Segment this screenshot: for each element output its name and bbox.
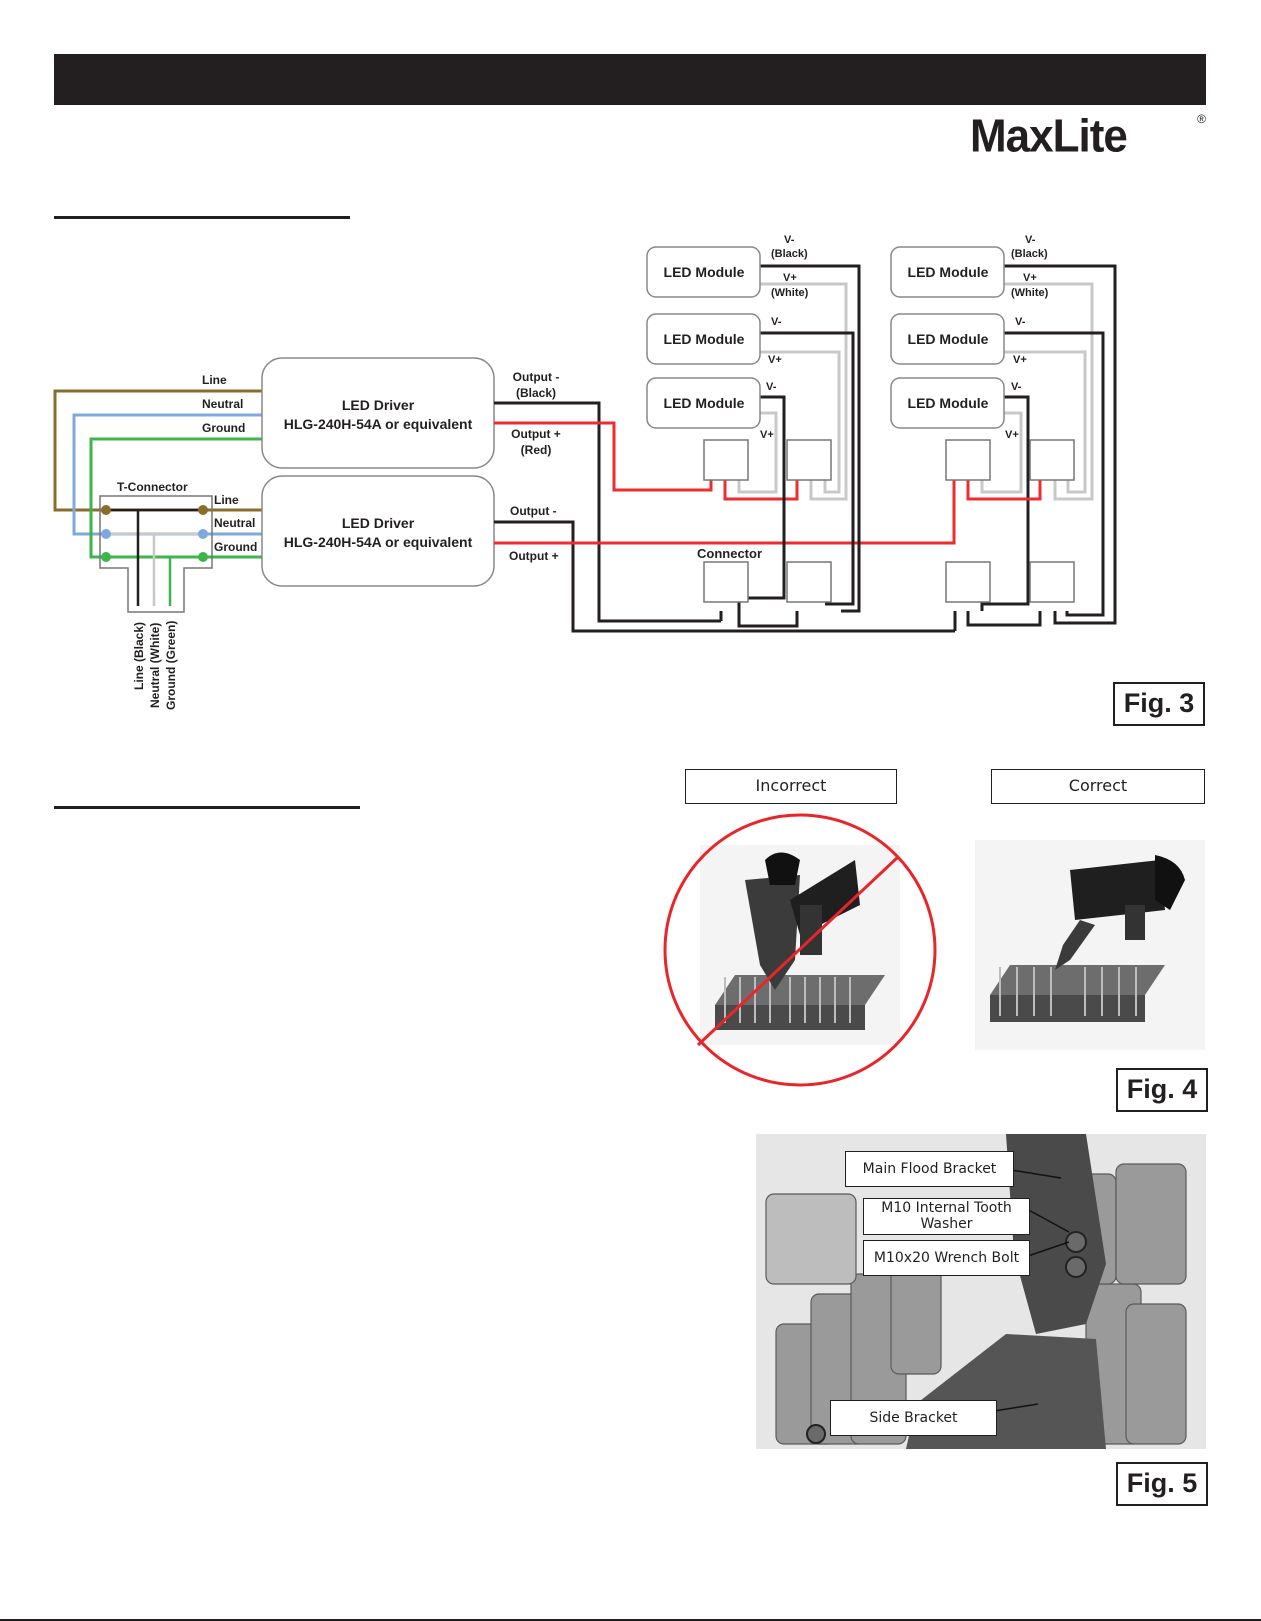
header-bar: [54, 54, 1206, 105]
led-module: [646, 313, 761, 365]
connector: [703, 439, 749, 481]
led-module: [890, 246, 1005, 298]
v-minus-label: V-: [771, 316, 782, 328]
callout-wrench-bolt: M10x20 Wrench Bolt: [863, 1240, 1030, 1276]
connector: [945, 439, 991, 481]
d2-output-minus: Output -: [510, 504, 557, 518]
led-module-label: LED Module: [908, 395, 989, 411]
supply-ground: Ground (Green): [164, 621, 178, 710]
v-minus-color-label: (Black): [771, 248, 808, 260]
led-module-label: LED Module: [908, 264, 989, 280]
prohibited-circle: [663, 813, 937, 1087]
v-plus-label: V+: [1023, 272, 1037, 284]
label-line: Line: [202, 373, 227, 387]
bracket-assembly-illustration: [756, 1134, 1206, 1449]
led-module-label: LED Module: [664, 331, 745, 347]
connector: [1029, 561, 1075, 603]
v-minus-label: V-: [1011, 381, 1022, 393]
wiring-diagram: LED Driver HLG-240H-54A or equivalent LE…: [53, 234, 1117, 710]
section-rule-wiring: [54, 216, 350, 219]
flood-bracket: [1055, 855, 1185, 970]
incorrect-caption: Incorrect: [685, 769, 897, 804]
connector-label: Connector: [697, 546, 762, 561]
led-module-label: LED Module: [664, 395, 745, 411]
callout-internal-tooth-washer: M10 Internal Tooth Washer: [863, 1198, 1030, 1235]
connector: [786, 561, 832, 603]
registered-mark: ®: [1197, 112, 1206, 126]
v-plus-color-label: (White): [1011, 287, 1049, 299]
section-rule-mounting: [54, 806, 360, 809]
led-module: [646, 377, 761, 429]
d2-output-plus: Output +: [509, 549, 559, 563]
incorrect-mounting-illustration: [663, 813, 937, 1087]
callout-main-flood-bracket: Main Flood Bracket: [845, 1151, 1014, 1187]
connector: [703, 561, 749, 603]
v-minus-label: V-: [766, 381, 777, 393]
d1-output-minus: Output -: [513, 370, 560, 384]
led-module-label: LED Module: [664, 264, 745, 280]
footer-rule: [0, 1619, 1261, 1621]
v-minus-label: V-: [1025, 234, 1036, 246]
driver-1-title: LED Driver: [342, 397, 415, 413]
led-module: [646, 246, 761, 298]
connector: [945, 561, 991, 603]
v-plus-label: V+: [1013, 354, 1027, 366]
supply-neutral: Neutral (White): [148, 623, 162, 708]
correct-mounting-illustration: [975, 840, 1205, 1050]
label-ground: Ground: [202, 421, 245, 435]
main-flood-bracket: [1006, 1134, 1106, 1334]
driver-2-model: HLG-240H-54A or equivalent: [284, 534, 473, 550]
fig-4-label: Fig. 4: [1116, 1068, 1208, 1112]
led-module-label: LED Module: [908, 331, 989, 347]
driver-1-model: HLG-240H-54A or equivalent: [284, 416, 473, 432]
driver-2-title: LED Driver: [342, 515, 415, 531]
callout-side-bracket: Side Bracket: [830, 1400, 997, 1436]
fig-5-label: Fig. 5: [1116, 1462, 1208, 1506]
supply-line: Line (Black): [132, 622, 146, 690]
t-out-ground: Ground: [214, 540, 257, 554]
t-out-neutral: Neutral: [214, 516, 255, 530]
led-module: [890, 313, 1005, 365]
prohibited-slash: [696, 855, 900, 1047]
v-plus-label: V+: [760, 429, 774, 441]
fixture-heatsink: [990, 965, 1165, 1022]
led-driver-1: [261, 357, 495, 469]
v-plus-label: V+: [783, 272, 797, 284]
fixture-heatsink: [715, 975, 885, 1030]
v-plus-color-label: (White): [771, 287, 809, 299]
brand-name: MaxLite: [970, 110, 1128, 163]
maxlite-logo: MaxLite ®: [970, 110, 1206, 163]
d1-output-minus-color: (Black): [516, 386, 556, 400]
d1-output-plus-color: (Red): [521, 443, 552, 457]
v-plus-label: V+: [768, 354, 782, 366]
label-neutral: Neutral: [202, 397, 243, 411]
v-minus-label: V-: [1015, 316, 1026, 328]
d1-output-plus: Output +: [511, 427, 561, 441]
fig-3-label: Fig. 3: [1113, 682, 1205, 726]
correct-caption: Correct: [991, 769, 1205, 804]
connector: [1029, 439, 1075, 481]
led-driver-2: [261, 475, 495, 587]
t-out-line: Line: [214, 493, 239, 507]
connector: [786, 439, 832, 481]
led-module: [890, 377, 1005, 429]
v-minus-color-label: (Black): [1011, 248, 1048, 260]
t-connector-body: [99, 495, 213, 613]
v-plus-label: V+: [1005, 429, 1019, 441]
t-connector-title: T-Connector: [117, 480, 188, 494]
v-minus-label: V-: [784, 234, 795, 246]
